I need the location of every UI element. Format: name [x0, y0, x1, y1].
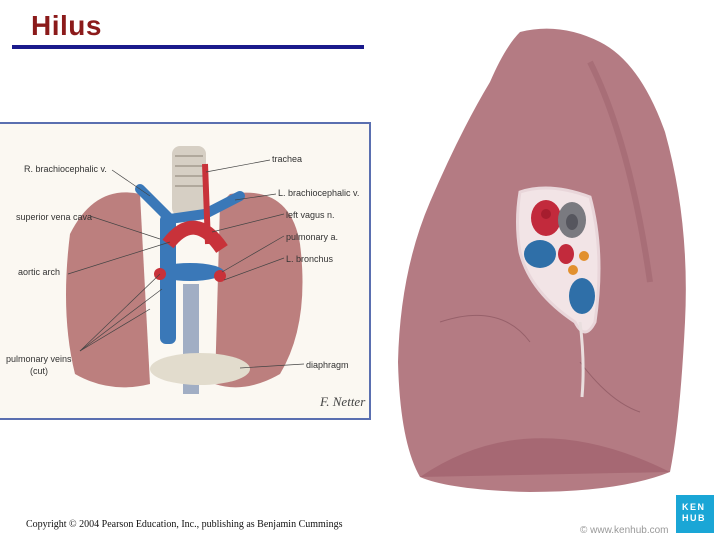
page-title: Hilus — [31, 10, 102, 41]
kenhub-logo: KEN HUB — [676, 495, 714, 533]
label-diaphragm: diaphragm — [306, 360, 349, 370]
right-lung-shape — [66, 192, 150, 388]
trachea-shape — [172, 146, 206, 216]
kenhub-logo-line1: KEN — [682, 502, 706, 512]
bronchial-artery — [558, 244, 574, 264]
label-aortic-arch: aortic arch — [18, 267, 61, 277]
label-r-brachiocephalic: R. brachiocephalic v. — [24, 164, 107, 174]
label-left-vagus: left vagus n. — [286, 210, 335, 220]
kenhub-logo-line2: HUB — [682, 513, 706, 523]
label-l-brachiocephalic: L. brachiocephalic v. — [278, 188, 360, 198]
diaphragmatic-surface — [420, 438, 670, 477]
superior-pulmonary-vein — [524, 240, 556, 268]
brachiocephalic-veins — [135, 184, 245, 225]
label-superior-vena-cava: superior vena cava — [16, 212, 93, 222]
label-trachea: trachea — [272, 154, 303, 164]
copyright-notice: Copyright © 2004 Pearson Education, Inc.… — [26, 519, 343, 530]
label-pulmonary-veins: pulmonary veins — [6, 354, 72, 364]
mediastinum-drawing: F. Netter — [0, 124, 369, 418]
pulmonary-artery-shape — [156, 263, 224, 281]
title-underline — [12, 45, 364, 49]
lymph-node — [568, 265, 578, 275]
lymph-node — [579, 251, 589, 261]
mediastinum-illustration: F. Netter R. brachiocephalic v. superior… — [0, 122, 371, 420]
svg-text:F. Netter: F. Netter — [319, 394, 366, 409]
pulmonary-ligament — [578, 321, 585, 398]
label-l-bronchus: L. bronchus — [286, 254, 334, 264]
watermark-url: © www.kenhub.com — [580, 525, 669, 536]
aortic-arch-shape — [162, 220, 228, 254]
left-lung-shape — [215, 192, 303, 388]
inferior-pulmonary-vein — [569, 278, 595, 314]
lung-hilum-illustration — [398, 28, 686, 493]
diaphragm-shape — [150, 353, 250, 385]
label-pulmonary-veins-cut: (cut) — [30, 366, 48, 376]
label-pulmonary-artery: pulmonary a. — [286, 232, 339, 242]
